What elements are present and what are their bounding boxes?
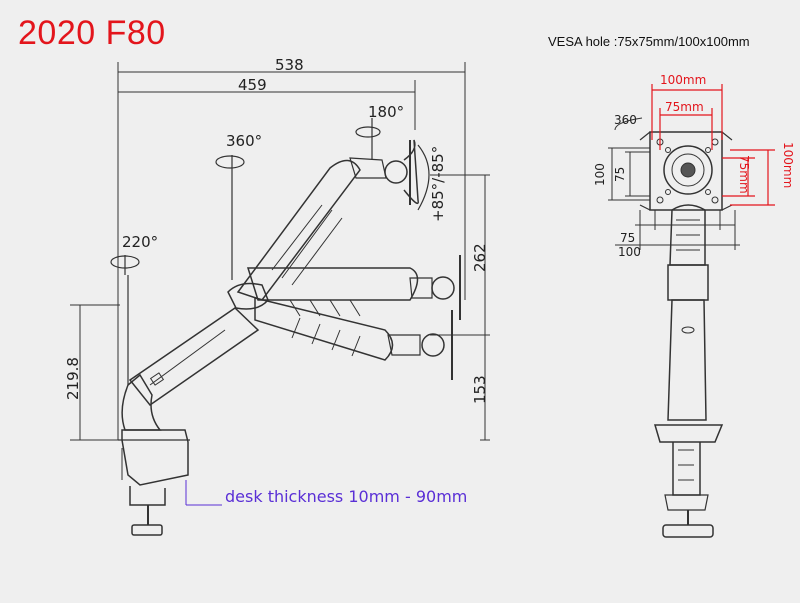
vesa-spec: VESA hole :75x75mm/100x100mm	[548, 34, 750, 49]
desk-thickness: desk thickness 10mm - 90mm	[225, 487, 467, 506]
dim-100-w: 100	[618, 245, 641, 259]
tilt-range: +85°/-85°	[429, 146, 447, 222]
dim-75-w: 75	[620, 231, 635, 245]
dim-219-8: 219.8	[64, 357, 82, 400]
rotation-360: 360°	[226, 132, 262, 150]
dim-538: 538	[275, 56, 304, 74]
vesa-100-v: 100mm	[781, 142, 795, 188]
dim-262: 262	[471, 243, 489, 272]
dim-153: 153	[471, 375, 489, 404]
vesa-75-h: 75mm	[665, 100, 704, 114]
vesa-100-h: 100mm	[660, 73, 706, 87]
rotation-180: 180°	[368, 103, 404, 121]
dim-75-v: 75	[613, 167, 627, 182]
rotation-220: 220°	[122, 233, 158, 251]
vesa-dims	[651, 84, 775, 206]
swivel-360: 360	[614, 113, 637, 127]
side-view	[70, 62, 490, 536]
vesa-75-v: 75mm	[737, 155, 751, 194]
model-title: 2020 F80	[18, 14, 166, 52]
dim-100-v: 100	[593, 163, 607, 186]
front-view	[608, 117, 740, 538]
dim-459: 459	[238, 76, 267, 94]
